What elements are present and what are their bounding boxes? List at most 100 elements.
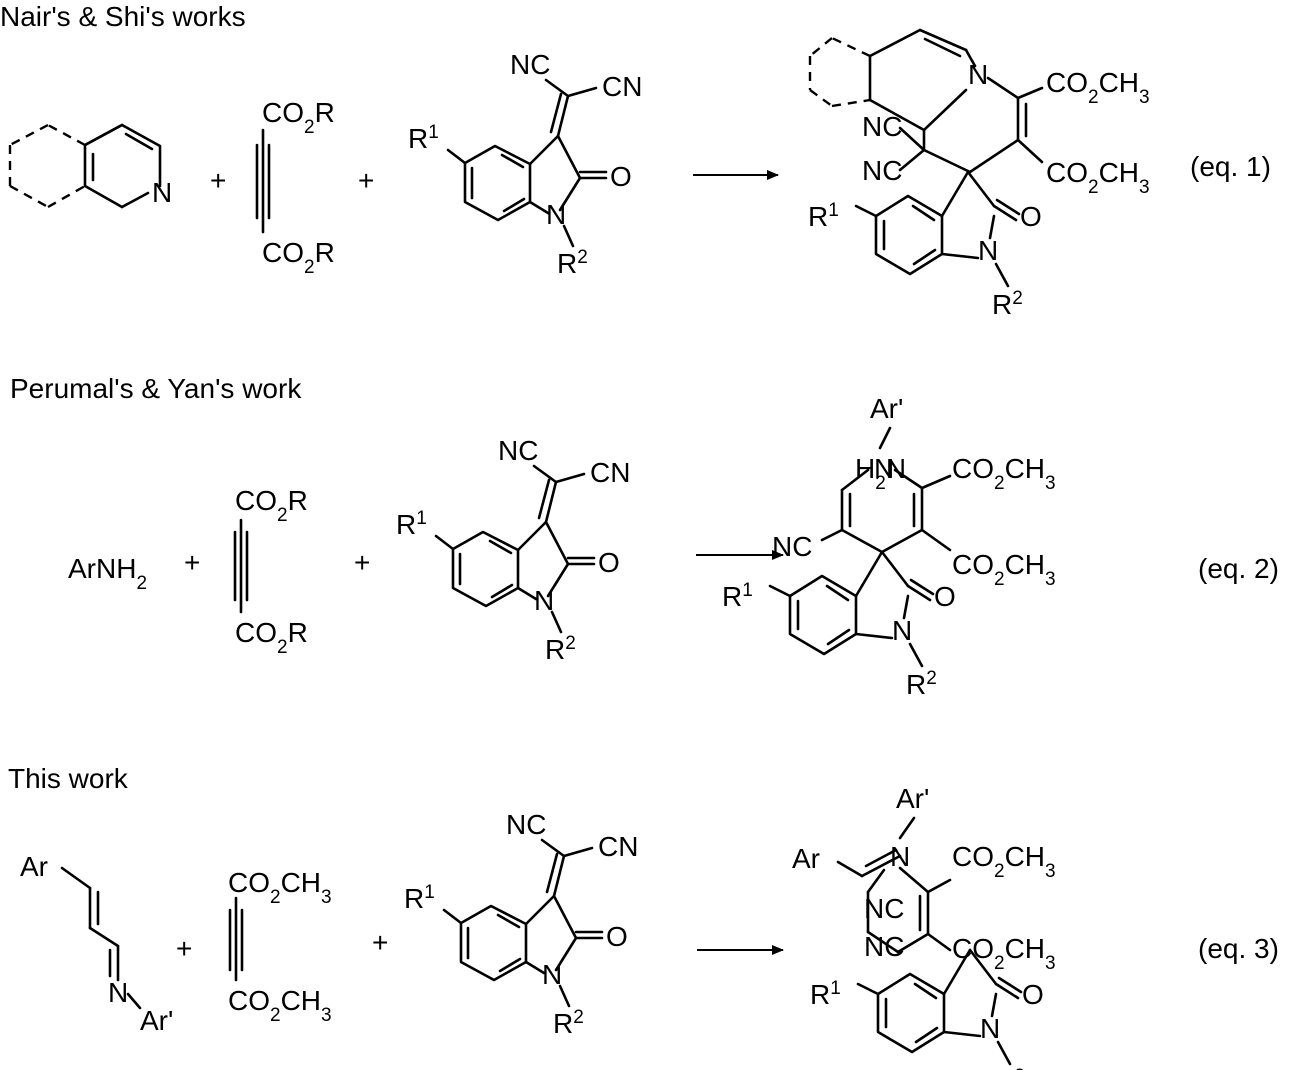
section-heading-2: Perumal's & Yan's work (10, 373, 302, 404)
product-r1-label: R1 (808, 200, 839, 233)
bond (922, 88, 968, 132)
nitrile-right: CN (598, 831, 638, 862)
benzene-double-bond (912, 248, 937, 266)
carbonyl-bond (997, 976, 1023, 994)
ester-top-label: CO2R (235, 485, 308, 526)
benzene-double-bond (911, 204, 936, 222)
nitrile-left: NC (510, 49, 550, 80)
bond (898, 816, 916, 840)
product-nitrile-1: NC (864, 893, 904, 924)
bond (868, 98, 926, 132)
plus-sign-2: + (358, 165, 374, 196)
product-r2-label: R2 (994, 1066, 1025, 1070)
carbonyl-bond (992, 204, 1018, 222)
carbonyl-bond (906, 584, 932, 602)
product-ester-1: CO2CH3 (952, 841, 1056, 882)
product-ar-group: Ar' (870, 393, 903, 424)
r1-bond (856, 982, 880, 996)
double-bond (923, 37, 962, 58)
bond (942, 1030, 982, 1038)
bond (516, 520, 548, 552)
carbonyl-bond (995, 198, 1021, 216)
imine-nitrogen: N (108, 977, 128, 1008)
carbonyl-oxygen: O (598, 547, 620, 578)
bond (898, 866, 930, 894)
benzene-double-bond (913, 982, 938, 1000)
bond (968, 948, 998, 986)
product-ring-nitrogen: N (890, 841, 910, 872)
bond (126, 992, 142, 1010)
fused-benzo-bond (831, 98, 871, 108)
nitrile-left: NC (506, 809, 546, 840)
equation-label-2: (eq. 2) (1198, 553, 1279, 584)
benzene-double-bond (826, 628, 851, 646)
bond (966, 170, 996, 208)
nitrile-bond (532, 464, 558, 484)
nitrile-bond (566, 86, 598, 98)
product-nitrile: NC (772, 531, 812, 562)
r1-bond (446, 148, 467, 165)
bond (840, 528, 884, 554)
ar-label: Ar (20, 851, 48, 882)
pyridine-double-bond (124, 132, 154, 151)
product-ring-nitrogen: N (874, 453, 894, 484)
bond (558, 176, 582, 212)
bond (964, 48, 977, 68)
bond (968, 138, 1020, 174)
carbonyl-oxygen: O (606, 921, 628, 952)
spiro-bond (942, 948, 972, 996)
section-eq1: Nair's & Shi's worksN+CO2RCO2R+ONR2NCCNR… (0, 1, 1271, 320)
bond (1016, 86, 1044, 100)
r1-bond (442, 908, 463, 925)
section-eq3: This workArNAr'+CO2CH3CO2CH3+ONR2NCCNR1A… (8, 763, 1279, 1070)
bond (990, 992, 998, 1018)
product-ester-1: CO2CH3 (1046, 67, 1150, 108)
nitrile-bond (554, 472, 586, 484)
bond (120, 191, 150, 209)
fused-benzo-bond (47, 123, 86, 147)
carbonyl-oxygen: O (610, 161, 632, 192)
bond (528, 134, 560, 166)
bond (898, 126, 926, 152)
r2-label: R2 (557, 247, 588, 280)
product-carbonyl-oxygen: O (1022, 979, 1044, 1010)
product-ring-nitrogen: N (968, 59, 988, 90)
section-eq2: Perumal's & Yan's workArNH2+CO2RCO2R+ONR… (10, 373, 1279, 700)
n-substituent-bond (562, 224, 575, 248)
bond (552, 894, 578, 940)
ester-bottom-label: CO2CH3 (228, 985, 332, 1026)
benzene-ring (451, 530, 520, 608)
benzene-ring (463, 144, 532, 222)
product-ester-2: CO2CH3 (1046, 157, 1150, 198)
indolinone-nitrogen: N (534, 585, 554, 616)
plus-sign-5: + (176, 933, 192, 964)
pyridine-ring (83, 123, 162, 188)
nitrile-bond (562, 846, 594, 858)
spiro-bond (940, 170, 970, 218)
r1-label: R1 (404, 882, 435, 915)
fused-benzo-bond (831, 36, 871, 58)
product-carbonyl-oxygen: O (934, 581, 956, 612)
benzene-double-bond (498, 957, 522, 973)
r1-bond (854, 204, 878, 218)
bond (820, 528, 844, 542)
product-benzene-ring (876, 972, 946, 1054)
bond (880, 550, 910, 588)
product-indolinone-nitrogen: N (978, 235, 998, 266)
bond (893, 468, 924, 490)
product-benzene-ring (874, 194, 944, 276)
bond (854, 632, 894, 640)
bond (524, 894, 556, 926)
n-substituent-bond (550, 610, 563, 634)
nitrile-bond (544, 78, 570, 98)
alkylidene-bond (552, 854, 566, 898)
benzene-ring (459, 904, 528, 982)
product-ar: Ar (792, 843, 820, 874)
fused-benzo-bond (809, 37, 833, 57)
nitrile-bond (540, 838, 566, 858)
fused-benzo-bond (47, 184, 86, 209)
product-r2-label: R2 (906, 668, 937, 701)
product-indolinone-nitrogen: N (892, 615, 912, 646)
bond (836, 860, 864, 878)
product-nitrile-1: NC (862, 111, 902, 142)
